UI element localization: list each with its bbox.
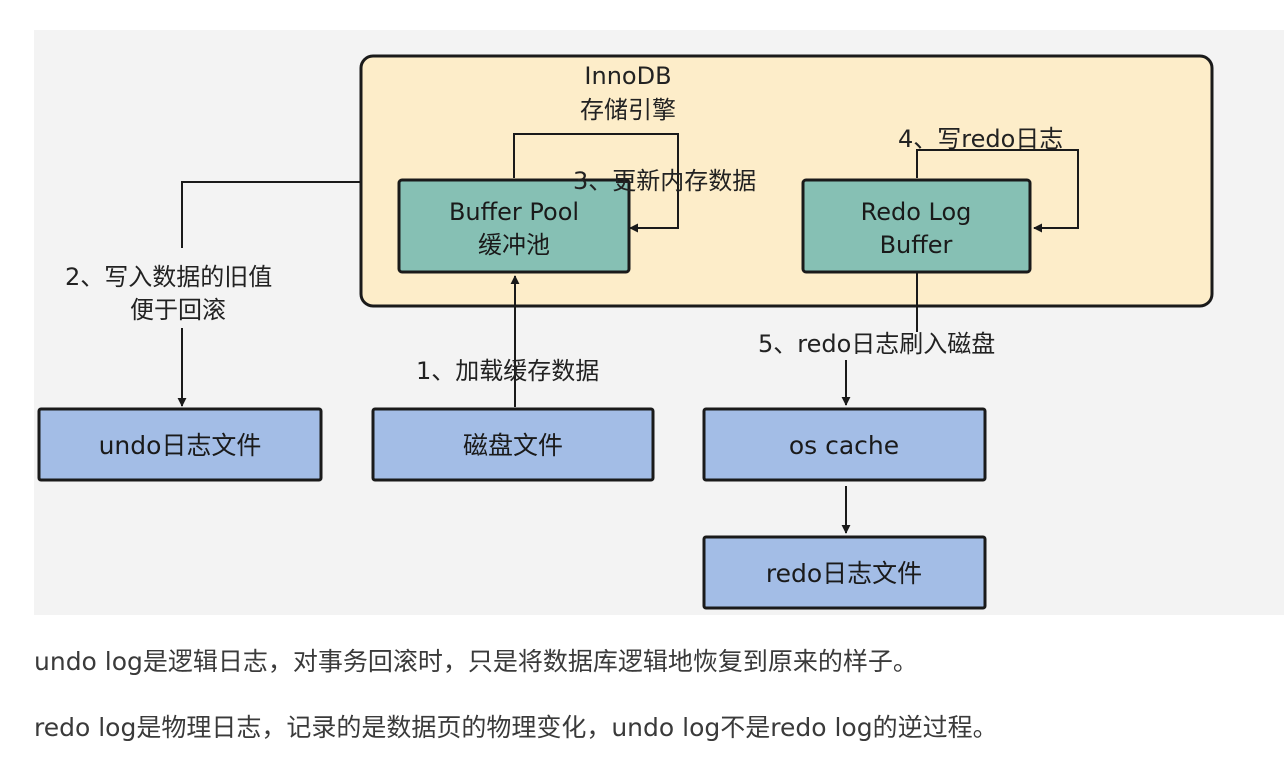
arrow-write-redo <box>916 149 1079 233</box>
buffer-pool-sublabel: 缓冲池 <box>478 231 550 259</box>
disk-file-box <box>371 407 655 482</box>
step5-label: 5、redo日志刷入磁盘 <box>758 330 995 358</box>
arrow-update-memory <box>513 133 679 233</box>
redo-log-buffer-box <box>801 178 1032 274</box>
innodb-subtitle: 存储引擎 <box>580 96 676 124</box>
buffer-pool-label: Buffer Pool <box>449 198 579 226</box>
innodb-log-diagram: InnoDB 存储引擎 Buffer Pool 缓冲池 Redo Log Buf… <box>34 30 1284 615</box>
innodb-title: InnoDB <box>584 62 671 90</box>
connector-write-old-value <box>181 181 361 248</box>
undo-file-label: undo日志文件 <box>99 431 262 460</box>
buffer-pool-box <box>397 178 631 274</box>
undo-log-description: undo log是逻辑日志，对事务回滚时，只是将数据库逻辑地恢复到原来的样子。 <box>34 647 918 676</box>
step2-sublabel: 便于回滚 <box>130 296 226 324</box>
step3-label: 3、更新内存数据 <box>573 167 756 195</box>
redo-log-buffer-label: Redo Log <box>861 198 972 226</box>
os-cache-box <box>702 407 987 482</box>
step4-label: 4、写redo日志 <box>898 125 1063 153</box>
redo-file-box <box>702 535 987 610</box>
step2-label: 2、写入数据的旧值 <box>65 263 272 291</box>
redo-file-label: redo日志文件 <box>766 559 922 588</box>
undo-file-box <box>37 407 323 482</box>
redo-log-description: redo log是物理日志，记录的是数据页的物理变化，undo log不是red… <box>34 713 998 742</box>
step1-label: 1、加载缓存数据 <box>416 357 599 385</box>
os-cache-label: os cache <box>789 431 899 460</box>
redo-log-buffer-sublabel: Buffer <box>880 231 953 259</box>
disk-file-label: 磁盘文件 <box>463 431 563 460</box>
